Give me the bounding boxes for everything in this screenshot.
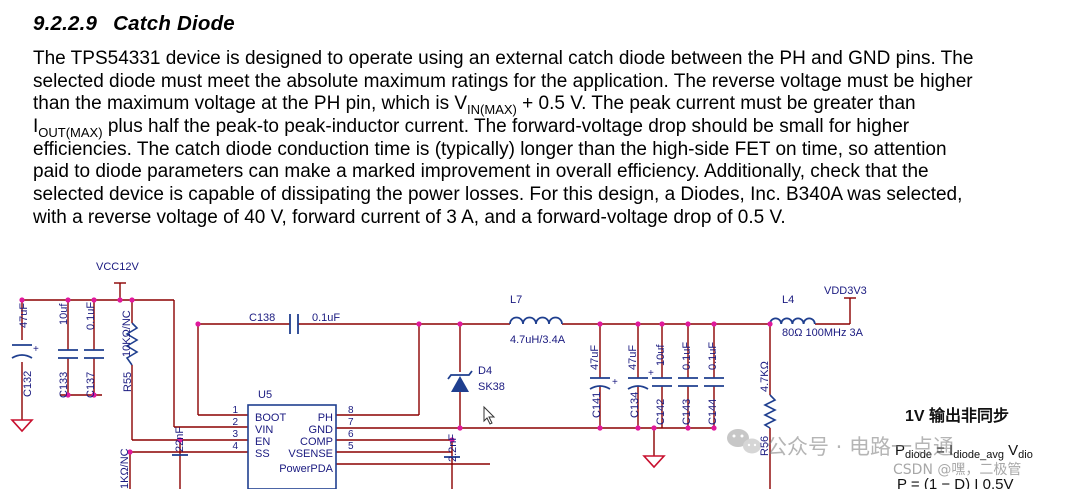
component-labels: VCC12V VDD3V3 47uF C132 + 10uf C133 0.1u… (18, 261, 867, 489)
resistors (125, 322, 777, 429)
inductors (509, 316, 816, 325)
vcc-label: VCC12V (96, 261, 139, 273)
u5-pin-gnd: GND (309, 424, 334, 436)
section-number: 9.2.2.9 (33, 12, 98, 35)
u5-pin-powerpda: PowerPDA (279, 463, 333, 475)
body-paragraph: The TPS54331 device is designed to opera… (33, 48, 1077, 230)
u5-pin-vin: VIN (255, 424, 273, 436)
formula-2: P = (1 − D) I 0.5V (897, 476, 1013, 489)
u5-pin-num: 5 (348, 441, 354, 452)
c138-ref: C138 (249, 312, 275, 324)
u5-pin-num: 7 (348, 417, 354, 428)
u5-pin-boot: BOOT (255, 412, 286, 424)
u5-pin-num: 6 (348, 429, 354, 440)
paragraph-line: paid to diode parameters can make a mark… (33, 161, 929, 183)
c144-value: 0.1uF (707, 342, 719, 370)
plus-sign: + (33, 344, 39, 355)
c132-value: 47uF (18, 303, 30, 328)
u5-pin-num: 8 (348, 405, 354, 416)
capacitors (11, 314, 724, 458)
annotation: 1V 输出非同步 Pdiode = Idiode_avg Vdio P = (1… (895, 406, 1033, 489)
d4-ref: D4 (478, 365, 492, 377)
u5-pin-num: 1 (232, 405, 238, 416)
section-title: Catch Diode (113, 12, 235, 35)
cap-22nf-b: 2.2nF (447, 434, 459, 462)
l4-value: 80Ω 100MHz 3A (782, 327, 864, 339)
paragraph-line: efficiencies. The catch diode conduction… (33, 138, 947, 160)
ground-symbols (10, 419, 666, 469)
u5-pin-ph: PH (318, 412, 333, 424)
c137-value: 0.1uF (85, 302, 97, 330)
section-heading: 9.2.2.9 Catch Diode (33, 12, 235, 36)
u5-pin-ss: SS (255, 448, 270, 460)
c134-value: 47uF (627, 345, 639, 370)
u5-ref: U5 (258, 389, 272, 401)
wechat-icon (727, 429, 761, 454)
d4-value: SK38 (478, 381, 505, 393)
u5-pin-num: 2 (232, 417, 238, 428)
u5-pin-num: 4 (232, 441, 238, 452)
u5-ic-body (247, 404, 337, 489)
r56-ref: R56 (759, 436, 771, 456)
paragraph-line: selected device is capable of dissipatin… (33, 184, 963, 206)
c141-ref: C141 (591, 392, 603, 418)
formula-1: Pdiode = Idiode_avg Vdio (895, 442, 1033, 461)
c137-ref: C137 (85, 372, 97, 398)
paragraph-line: with a reverse voltage of 40 V, forward … (33, 206, 786, 228)
wires (21, 283, 851, 489)
c132-ref: C132 (22, 371, 34, 397)
paragraph-line: than the maximum voltage at the PH pin, … (33, 93, 916, 118)
l7-value: 4.7uH/3.4A (510, 334, 566, 346)
watermark-csdn: CSDN @嘿，二极管 (893, 462, 1022, 478)
cap-22nf-a: 22nF (174, 427, 186, 452)
u5-pin-num: 3 (232, 429, 238, 440)
annotation-title: 1V 输出非同步 (905, 406, 1009, 425)
junction-nodes (19, 297, 773, 455)
paragraph-line: The TPS54331 device is designed to opera… (33, 48, 974, 69)
mouse-cursor-icon (483, 405, 496, 425)
u5-pin-comp: COMP (300, 436, 333, 448)
r55-ref: R55 (122, 372, 134, 392)
c143-value: 0.1uF (681, 342, 693, 370)
watermark-wechat: 公众号 · 电路一点通 (766, 435, 955, 459)
c133-value: 10uf (58, 303, 70, 325)
plus-sign: + (648, 368, 654, 379)
c142-ref: C142 (655, 399, 667, 425)
c133-ref: C133 (58, 372, 70, 398)
subscript: OUT(MAX) (38, 124, 103, 140)
c138-value: 0.1uF (312, 312, 340, 324)
c143-ref: C143 (681, 399, 693, 425)
schottky-diode (447, 370, 473, 392)
c141-value: 47uF (589, 345, 601, 370)
paragraph-line: IOUT(MAX) plus half the peak-to peak-ind… (33, 116, 910, 140)
u5-pin-en: EN (255, 436, 270, 448)
vdd-label: VDD3V3 (824, 285, 867, 297)
c144-ref: C144 (707, 399, 719, 425)
paragraph-line: selected diode must meet the absolute ma… (33, 70, 973, 92)
r56-value: 4.7KΩ (759, 361, 771, 392)
l7-ref: L7 (510, 294, 522, 306)
l4-ref: L4 (782, 294, 794, 306)
u5-pins: BOOT VIN EN SS PH GND COMP VSENSE PowerP… (232, 405, 354, 475)
c142-value: 10uf (655, 344, 667, 366)
res-bottom: 1KΩ/NC (119, 448, 131, 489)
r55-value: 10KΩ/NC (121, 310, 133, 357)
u5-pin-vsense: VSENSE (288, 448, 333, 460)
plus-sign: + (612, 377, 618, 388)
vcc-port (114, 282, 856, 299)
subscript: IN(MAX) (467, 102, 517, 118)
c134-ref: C134 (629, 392, 641, 418)
